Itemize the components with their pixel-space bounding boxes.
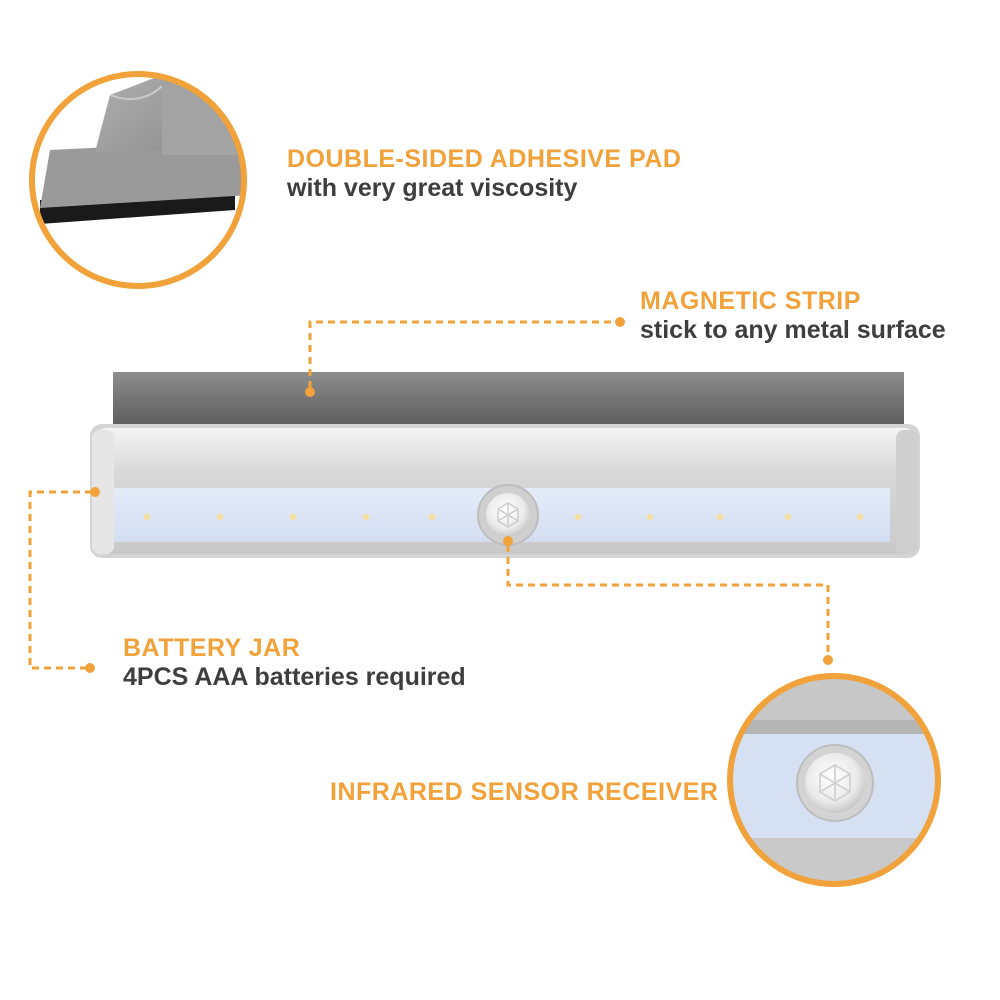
adhesive-pad-icon — [32, 74, 244, 260]
callout-infrared-sensor-title: INFRARED SENSOR RECEIVER — [330, 778, 719, 806]
led-icon — [856, 513, 864, 521]
leader-battery — [28, 490, 92, 670]
leader-magnetic — [308, 320, 618, 388]
callout-adhesive-pad-subtitle: with very great viscosity — [287, 173, 578, 202]
led-icon — [784, 513, 792, 521]
adhesive-pad-zoom — [29, 71, 247, 289]
callout-battery-jar-subtitle: 4PCS AAA batteries required — [123, 662, 466, 691]
led-icon — [143, 513, 151, 521]
led-icon — [362, 513, 370, 521]
callout-magnetic-strip: MAGNETIC STRIP stick to any metal surfac… — [640, 287, 946, 345]
leader-infrared — [506, 545, 830, 656]
callout-infrared-sensor: INFRARED SENSOR RECEIVER — [330, 778, 718, 807]
leader-lines — [28, 320, 830, 670]
callout-adhesive-pad-title: DOUBLE-SIDED ADHESIVE PAD — [287, 145, 682, 173]
led-icon — [289, 513, 297, 521]
callout-magnetic-strip-title: MAGNETIC STRIP — [640, 287, 861, 315]
led-icon — [716, 513, 724, 521]
pir-sensor-icon — [477, 484, 539, 546]
led-row — [143, 513, 864, 521]
pir-sensor-zoom-icon — [796, 744, 874, 822]
callout-adhesive-pad: DOUBLE-SIDED ADHESIVE PAD with very grea… — [287, 145, 681, 203]
magnetic-strip — [113, 372, 904, 430]
led-icon — [428, 513, 436, 521]
leader-dots — [85, 317, 833, 673]
light-bar — [90, 424, 920, 558]
callout-magnetic-strip-subtitle: stick to any metal surface — [640, 315, 946, 344]
sensor-zoom — [727, 673, 941, 887]
led-icon — [216, 513, 224, 521]
led-icon — [646, 513, 654, 521]
callout-battery-jar-title: BATTERY JAR — [123, 634, 301, 662]
led-icon — [574, 513, 582, 521]
callout-battery-jar: BATTERY JAR 4PCS AAA batteries required — [123, 634, 466, 692]
